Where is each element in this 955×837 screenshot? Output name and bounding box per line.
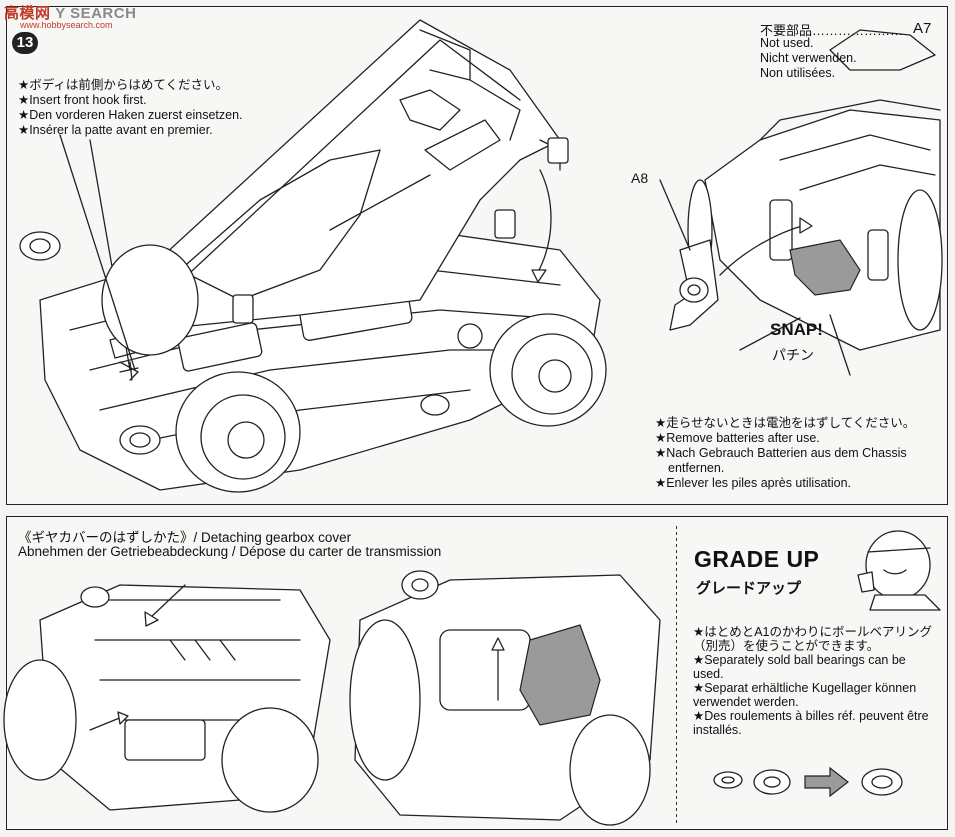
not-used-label: 不要部品………………… — [760, 23, 904, 38]
note-line: ★走らせないときは電池をはずしてください。 — [655, 416, 916, 430]
step-number-badge: 13 — [12, 32, 38, 54]
not-used-notes: Not used. Nicht verwenden. Non utilisées… — [760, 36, 857, 81]
note-line: ★Insert front hook first. — [18, 93, 147, 107]
note-line: Nicht verwenden. — [760, 51, 857, 65]
gearbox-cover-drawing-1 — [3, 584, 331, 813]
part-code-a8: A8 — [631, 170, 649, 186]
snap-label-jp: パチン — [772, 347, 814, 363]
grade-up-notes: ★はとめとA1のかわりにボールベアリング（別売）を使うことができます。 ★Sep… — [693, 625, 933, 737]
car-wheels-drawing — [19, 231, 607, 493]
note-line: ★Separat erhältliche Kugellager können v… — [693, 681, 917, 709]
snap-label: SNAP! — [770, 320, 823, 339]
note-line: ★Insérer la patte avant en premier. — [18, 123, 213, 137]
grade-up-subtitle: グレードアップ — [696, 580, 802, 597]
watermark-url: www.hobbysearch.com — [20, 20, 113, 30]
note-line: Not used. — [760, 36, 814, 50]
note-line: ★Enlever les piles après utilisation. — [655, 476, 852, 490]
note-line: ★Separately sold ball bearings can be us… — [693, 653, 906, 681]
note-line: Non utilisées. — [760, 66, 836, 80]
bearing-parts-drawing — [713, 766, 903, 798]
note-line: ★Nach Gebrauch Batterien aus dem Chassis — [655, 446, 907, 460]
grade-up-title: GRADE UP — [694, 546, 820, 572]
note-line: entfernen. — [668, 461, 725, 475]
note-line: ★はとめとA1のかわりにボールベアリング（別売）を使うことができます。 — [693, 625, 932, 653]
note-line: ★ボディは前側からはめてください。 — [18, 78, 228, 92]
mascot-figure — [857, 530, 941, 611]
body-fitting-notes: ★ボディは前側からはめてください。 ★Insert front hook fir… — [18, 78, 243, 138]
note-line: ★Remove batteries after use. — [655, 431, 820, 445]
gearbox-subtitle: Abnehmen der Getriebeabdeckung / Dépose … — [18, 544, 442, 559]
note-line: ★Des roulements à billes réf. peuvent êt… — [693, 709, 929, 737]
insert-arrow — [119, 361, 139, 381]
part-code-a7: A7 — [913, 20, 932, 37]
grade-up-divider — [676, 526, 677, 826]
battery-notes: ★走らせないときは電池をはずしてください。 ★Remove batteries … — [655, 416, 915, 491]
watermark-logo: 高模网 Y SEARCH — [4, 5, 137, 22]
gearbox-title: 《ギヤカバーのはずしかた》/ Detaching gearbox cover — [18, 530, 352, 545]
note-line: ★Den vorderen Haken zuerst einsetzen. — [18, 108, 243, 122]
gearbox-cover-drawing-2 — [349, 570, 661, 826]
a8-detail-drawing — [659, 29, 943, 376]
note-leader-line — [59, 134, 136, 371]
